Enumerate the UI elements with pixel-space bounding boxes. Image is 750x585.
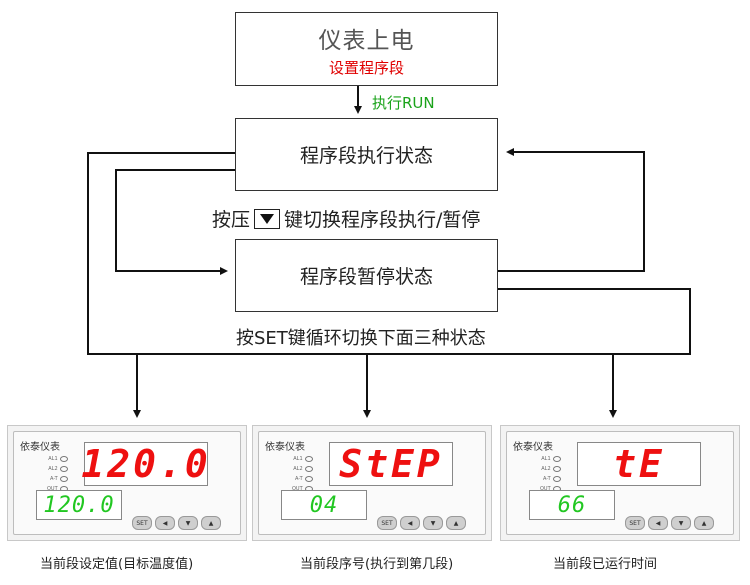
outer-loop-line bbox=[87, 152, 691, 355]
led-indicators: AL1 AL2 A-T OUT bbox=[292, 454, 313, 494]
button-row: SET ◀ ▼ ▲ bbox=[625, 516, 714, 530]
down-button[interactable]: ▼ bbox=[178, 516, 198, 530]
led-al2: AL2 bbox=[540, 464, 561, 474]
instrument-panel-1: 依泰仪表 AL1 AL2 A-T OUT 120.0 120.0 SET ◀ ▼… bbox=[7, 425, 247, 541]
set-button[interactable]: SET bbox=[625, 516, 645, 530]
left-button[interactable]: ◀ bbox=[648, 516, 668, 530]
pv-display: 120.0 bbox=[81, 442, 211, 486]
sv-display: 66 bbox=[529, 490, 615, 520]
set-button[interactable]: SET bbox=[132, 516, 152, 530]
up-button[interactable]: ▲ bbox=[446, 516, 466, 530]
led-indicators: AL1 AL2 A-T OUT bbox=[540, 454, 561, 494]
panel-3-caption: 当前段已运行时间 bbox=[553, 557, 658, 572]
pause-state-label: 程序段暂停状态 bbox=[299, 266, 433, 288]
pv-display: StEP bbox=[329, 442, 453, 486]
panel-1-caption: 当前段设定值(目标温度值) bbox=[40, 557, 194, 572]
set-cycle-instruction: 按SET键循环切换下面三种状态 bbox=[236, 328, 486, 349]
down-button[interactable]: ▼ bbox=[671, 516, 691, 530]
power-on-label: 仪表上电 bbox=[318, 27, 415, 54]
brand-label: 依泰仪表 bbox=[513, 442, 553, 453]
led-indicators: AL1 AL2 A-T OUT bbox=[47, 454, 68, 494]
panel-2-caption: 当前段序号(执行到第几段) bbox=[300, 557, 454, 572]
arrow-pause-to-exec bbox=[498, 148, 645, 272]
key-suffix-text: 键切换程序段执行/暂停 bbox=[284, 209, 481, 231]
left-button[interactable]: ◀ bbox=[155, 516, 175, 530]
sv-display: 120.0 bbox=[36, 490, 122, 520]
sv-display: 04 bbox=[281, 490, 367, 520]
brand-label: 依泰仪表 bbox=[20, 442, 60, 453]
arrow-exec-to-pause bbox=[115, 169, 235, 275]
led-at: A-T bbox=[292, 474, 313, 484]
up-button[interactable]: ▲ bbox=[201, 516, 221, 530]
pause-state-box: 程序段暂停状态 bbox=[235, 239, 498, 312]
pv-display: tE bbox=[577, 442, 701, 486]
exec-state-label: 程序段执行状态 bbox=[299, 145, 433, 167]
button-row: SET ◀ ▼ ▲ bbox=[377, 516, 466, 530]
led-al1: AL1 bbox=[292, 454, 313, 464]
led-at: A-T bbox=[47, 474, 68, 484]
run-label: 执行RUN bbox=[372, 94, 435, 112]
down-button[interactable]: ▼ bbox=[423, 516, 443, 530]
instrument-panel-3: 依泰仪表 AL1 AL2 A-T OUT tE 66 SET ◀ ▼ ▲ bbox=[500, 425, 740, 541]
down-key-icon bbox=[254, 208, 281, 229]
led-al1: AL1 bbox=[47, 454, 68, 464]
set-button[interactable]: SET bbox=[377, 516, 397, 530]
exec-state-box: 程序段执行状态 bbox=[235, 118, 498, 191]
power-on-box: 仪表上电 设置程序段 bbox=[235, 12, 498, 86]
led-al2: AL2 bbox=[292, 464, 313, 474]
up-button[interactable]: ▲ bbox=[694, 516, 714, 530]
key-prefix-text: 按压 bbox=[212, 209, 251, 231]
led-at: A-T bbox=[540, 474, 561, 484]
brand-label: 依泰仪表 bbox=[265, 442, 305, 453]
set-program-label: 设置程序段 bbox=[328, 58, 404, 77]
led-al2: AL2 bbox=[47, 464, 68, 474]
left-button[interactable]: ◀ bbox=[400, 516, 420, 530]
key-toggle-instruction: 按压 键切换程序段执行/暂停 bbox=[212, 205, 480, 232]
led-al1: AL1 bbox=[540, 454, 561, 464]
instrument-panel-2: 依泰仪表 AL1 AL2 A-T OUT StEP 04 SET ◀ ▼ ▲ bbox=[252, 425, 492, 541]
button-row: SET ◀ ▼ ▲ bbox=[132, 516, 221, 530]
